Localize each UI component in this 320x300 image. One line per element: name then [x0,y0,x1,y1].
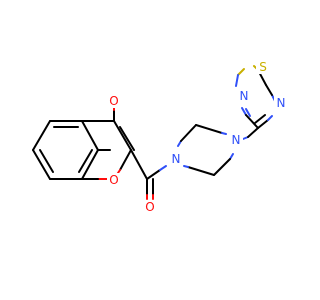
bond [267,115,273,121]
bond [113,120,132,151]
bond [180,124,197,142]
bond [265,84,273,96]
atom-label: O [145,200,154,214]
piperazine-ring [177,124,234,176]
bond [247,127,259,138]
bond [245,108,251,117]
atom-label: O [109,173,118,187]
bond [130,149,148,180]
bond [81,149,99,180]
atom-o-amide: O [143,200,157,214]
bond [213,158,231,176]
bond [245,114,259,129]
bond [32,149,51,180]
amide-linker [130,149,167,200]
bond [195,124,223,134]
bond [187,166,215,176]
bond [146,169,161,180]
bond [159,165,167,171]
atom-label: O [109,94,118,108]
atom-label: N [232,133,241,147]
atom-o-ring: O [107,173,121,187]
molecule-canvas: O O O N N N S [32,60,288,214]
atom-label: N [277,96,286,110]
bond [257,119,269,129]
bond [241,107,247,116]
bond [119,126,135,151]
bond [183,165,189,168]
bond [254,114,266,124]
bond [237,68,245,76]
pyranone-ring [81,106,135,180]
molecule-structure-diagram: O O O N N N S [32,60,288,214]
atom-label: S [259,60,267,74]
bond [78,149,93,173]
bond [119,149,132,171]
atom-label: N [240,89,249,103]
atom-label: N [172,152,181,166]
bond [39,149,54,173]
bond [81,120,99,151]
benzene-ring [32,120,99,180]
atom-n-thiadiazole-1: N [237,89,251,103]
atom-n-piperazine: N [229,133,243,147]
bond [221,132,227,135]
atom-n-thiadiazole-2: N [274,96,288,110]
atom-o-ketone: O [107,94,121,108]
atom-n-amide: N [169,152,183,166]
atom-s-thiadiazole: S [256,60,270,74]
bond [235,74,239,87]
bond [32,120,51,151]
atom-labels: O O O N N N S [107,60,288,214]
